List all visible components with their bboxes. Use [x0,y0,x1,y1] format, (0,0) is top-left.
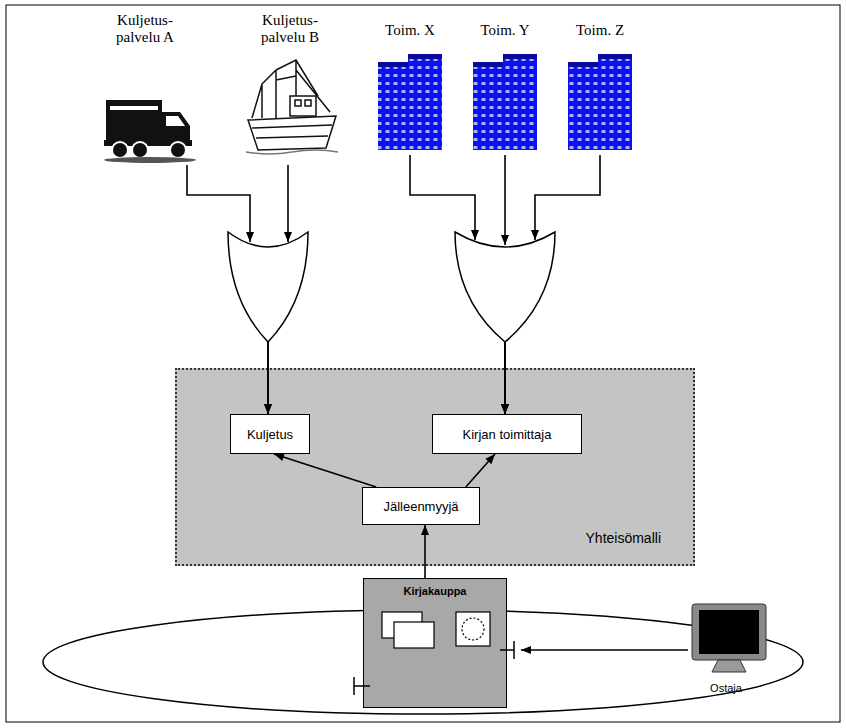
connector [466,454,495,487]
arrow-head [501,235,509,245]
node-label: Jälleenmyyjä [383,499,458,514]
connector-line [267,342,269,414]
connector-line [521,649,688,651]
arrow-head [421,525,429,535]
community-model-region: Yhteisömalli Kuljetus Kirjan toimittajaJäl… [175,368,695,566]
bookshop-components [354,612,514,695]
node-label: Yhteisömalli [586,530,661,546]
buyer: Ostaja [680,598,772,696]
process-box: Jälleenmyyjä [362,487,480,525]
connector-line [287,165,289,242]
or-gate [228,232,308,342]
arrow-head [531,230,539,240]
connector-line [504,155,506,245]
frame [6,5,840,722]
transport-service: Kuljetus- palvelu B [240,12,340,165]
arrow-head [284,232,292,242]
connector-line [535,155,600,240]
connector-line [187,165,250,242]
supplier-building-icons [378,54,632,150]
process-box: Kirjan toimittaja [432,414,582,454]
process-box: Kuljetus [230,414,310,454]
connector-line [410,155,475,240]
arrow-head [264,404,272,414]
connector-line [504,342,506,414]
transport-service: Kuljetus- palvelu A [95,12,195,165]
node-label: Toim. Y [467,22,543,39]
monitor-icon [692,604,766,672]
truck-icon [104,100,196,163]
connector-line [267,342,269,414]
arrow-head [246,232,254,242]
node-label: Toim. X [372,22,448,39]
connector-line [466,454,495,487]
arrow-head [485,454,495,464]
arrow-head [501,404,509,414]
or-gate [455,232,555,342]
node-label: Kirjan toimittaja [463,427,552,442]
connector [274,453,376,487]
arrow-head [501,404,509,414]
node-label: Ostaja [680,682,772,694]
node-label: Kuljetus- palvelu A [103,12,187,47]
connector-line [504,342,506,414]
supplier: Toim. Y [467,22,543,155]
node-label: Toim. Z [562,22,638,39]
arrow-head [501,404,509,414]
node-label: Kuljetus- palvelu B [248,12,332,47]
connector-line [274,454,376,487]
arrow-head [274,453,285,461]
connector [421,525,429,578]
supplier: Toim. Z [562,22,638,155]
arrow-head [471,230,479,240]
connector [521,646,688,654]
node-label: Kirjakauppa [364,579,506,597]
arrow-head [521,646,531,654]
arrow-head [264,404,272,414]
node-label: Kuljetus [247,427,293,442]
supplier: Toim. X [372,22,448,155]
ship-icon [246,60,338,154]
connector-line [504,342,506,414]
